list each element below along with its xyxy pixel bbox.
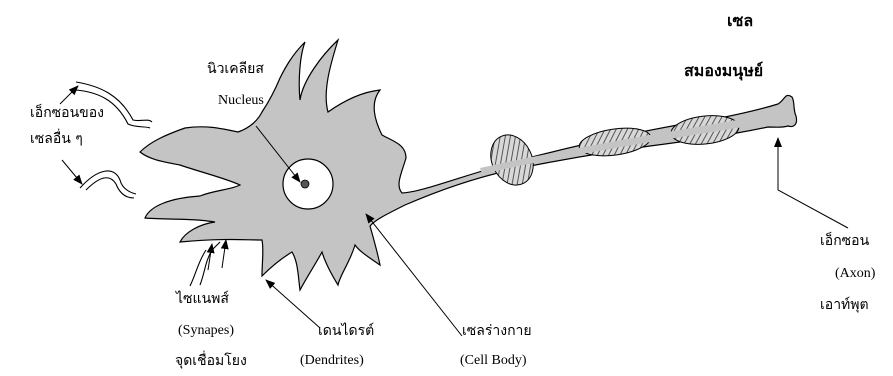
- diagram-title-line1: เซล: [727, 12, 753, 30]
- label-nucleus-en: Nucleus: [218, 92, 264, 110]
- label-cellbody-en: (Cell Body): [460, 352, 527, 370]
- label-synapse-th: ไซแนพส์: [176, 290, 229, 308]
- label-synapse-en: (Synapes): [178, 322, 234, 340]
- synapse-fibre: [190, 242, 220, 286]
- arrow-synapse-2: [222, 240, 226, 268]
- label-dendrite-th: เดนไดรต์: [318, 322, 374, 340]
- arrow-dendrite: [266, 280, 320, 328]
- label-synapse-th2: จุดเชื่อมโยง: [175, 352, 247, 370]
- incoming-axon-2: [80, 171, 136, 194]
- label-cellbody-th: เซลร่างกาย: [462, 322, 532, 340]
- label-axon-th: เอ็กซอน: [820, 232, 869, 250]
- nucleolus: [301, 180, 309, 188]
- label-axon-th2: เอาท์พุต: [820, 296, 869, 314]
- label-dendrite-en: (Dendrites): [300, 352, 364, 370]
- label-other-axon-line2: เซลอื่น ๆ: [30, 130, 83, 148]
- arrow-other-axon-1: [60, 86, 78, 104]
- label-other-axon-line1: เอ็กซอนของ: [30, 104, 104, 122]
- label-nucleus-th: นิวเคลียส: [207, 60, 264, 78]
- arrow-cell-body: [366, 214, 462, 336]
- label-axon-en: (Axon): [835, 265, 875, 283]
- arrow-other-axon-2: [62, 160, 82, 184]
- arrow-axon: [778, 138, 848, 228]
- incoming-axon-2b: [86, 178, 134, 198]
- diagram-title-line2: สมองมนุษย์: [684, 62, 763, 80]
